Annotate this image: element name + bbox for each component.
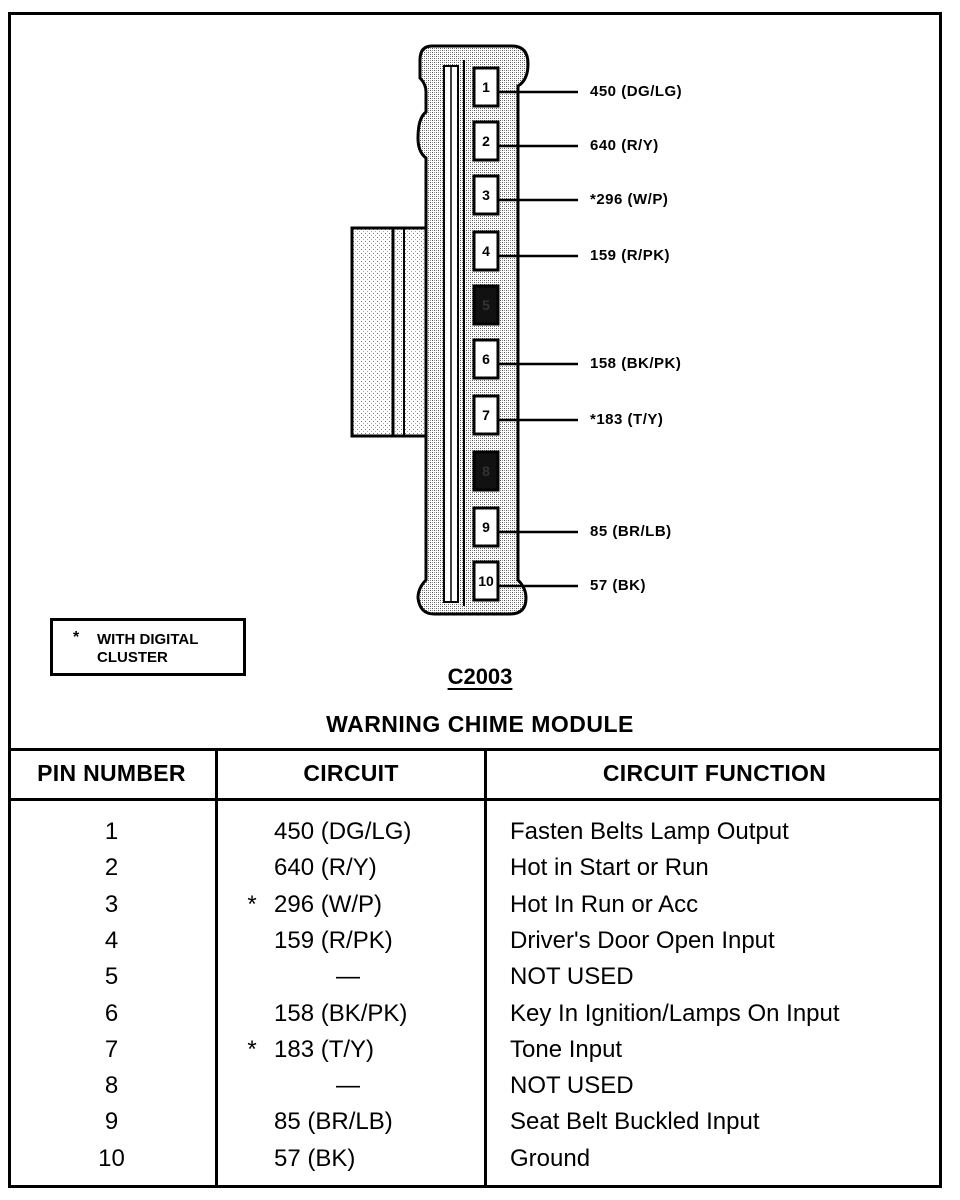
- pin-circuit-label: *183 (T/Y): [590, 411, 664, 428]
- row-circuit: 159 (R/PK): [274, 926, 393, 954]
- pin-circuit-label: 57 (BK): [590, 577, 647, 594]
- row-circuit: —: [336, 963, 360, 991]
- row-pin-number: 8: [104, 1072, 119, 1100]
- pin-circuit-label: 85 (BR/LB): [590, 523, 672, 540]
- row-circuit: 57 (BK): [274, 1144, 356, 1172]
- row-pin-number: 3: [104, 890, 119, 918]
- pin-circuit-label: 450 (DG/LG): [590, 83, 683, 100]
- header-circuit-function: CIRCUIT FUNCTION: [602, 760, 827, 786]
- row-circuit-function: Seat Belt Buckled Input: [510, 1108, 760, 1136]
- row-circuit: 296 (W/P): [274, 890, 383, 918]
- row-circuit-function: Hot in Start or Run: [510, 854, 709, 882]
- pin-circuit-label: 640 (R/Y): [590, 137, 659, 154]
- pin-number: 7: [482, 407, 490, 423]
- row-pin-number: 5: [104, 963, 119, 991]
- row-circuit-function: Key In Ignition/Lamps On Input: [510, 999, 840, 1027]
- row-circuit-function: NOT USED: [510, 1072, 634, 1100]
- connector-latch: [350, 226, 432, 438]
- row-circuit: 85 (BR/LB): [274, 1108, 393, 1136]
- pin-number: 6: [482, 351, 490, 367]
- row-circuit: 183 (T/Y): [274, 1035, 375, 1063]
- row-pin-number: 7: [104, 1035, 119, 1063]
- row-asterisk: *: [247, 890, 257, 918]
- pin-table: PIN NUMBER CIRCUIT CIRCUIT FUNCTION 1 450…: [8, 748, 942, 1188]
- pin-circuit-label: *296 (W/P): [590, 191, 669, 208]
- pin-cavity: [472, 230, 500, 272]
- connector-diagram: [350, 44, 578, 616]
- row-circuit-function: Fasten Belts Lamp Output: [510, 818, 789, 845]
- connector-id-text: C2003: [447, 664, 513, 689]
- row-pin-number: 6: [104, 999, 119, 1027]
- header-pin-number: PIN NUMBER: [37, 760, 186, 786]
- pin-cavity: [472, 338, 500, 380]
- pin-number: 5: [482, 297, 490, 313]
- row-asterisk: *: [247, 1035, 257, 1063]
- pin-number: 3: [482, 187, 490, 203]
- connector-id: C2003: [0, 664, 960, 690]
- row-circuit-function: Driver's Door Open Input: [510, 926, 775, 954]
- pin-cavity: [472, 174, 500, 216]
- row-circuit-function: Tone Input: [510, 1035, 623, 1063]
- row-circuit-function: Hot In Run or Acc: [510, 890, 699, 918]
- table-col-divider: [484, 748, 487, 1188]
- pin-cavity: [472, 284, 500, 326]
- pin-number: 10: [478, 573, 494, 589]
- row-circuit-function: NOT USED: [510, 963, 634, 991]
- row-circuit: 158 (BK/PK): [274, 999, 408, 1027]
- module-title: WARNING CHIME MODULE: [326, 711, 634, 737]
- pin-circuit-label: 158 (BK/PK): [590, 355, 682, 372]
- row-pin-number: 9: [104, 1108, 119, 1136]
- pin-number: 8: [482, 463, 490, 479]
- pin-cavity: [472, 394, 500, 436]
- table-col-divider: [215, 748, 218, 1188]
- row-pin-number: 1: [104, 818, 119, 845]
- row-pin-number: 10: [98, 1144, 125, 1172]
- note-asterisk: *: [73, 629, 80, 646]
- table-top-rule: [8, 748, 942, 751]
- pin-number: 4: [482, 243, 490, 259]
- pin-cavity: [472, 120, 500, 162]
- row-pin-number: 4: [104, 926, 119, 954]
- row-circuit: —: [336, 1072, 360, 1100]
- pin-number: 2: [482, 133, 490, 149]
- pin-cavity: [472, 450, 500, 492]
- note-text: WITH DIGITAL CLUSTER: [97, 631, 199, 666]
- pin-cavity: [472, 66, 500, 108]
- row-circuit: 640 (R/Y): [274, 854, 377, 882]
- header-circuit: CIRCUIT: [303, 760, 399, 786]
- pin-cavity: [472, 506, 500, 548]
- digital-cluster-note: * WITH DIGITAL CLUSTER: [50, 618, 246, 676]
- pin-number: 1: [482, 79, 490, 95]
- row-pin-number: 2: [104, 854, 119, 882]
- row-circuit-function: Ground: [510, 1144, 591, 1172]
- page-frame: [8, 12, 942, 1188]
- table-header-rule: [8, 798, 942, 801]
- row-circuit: 450 (DG/LG): [274, 818, 412, 845]
- pin-circuit-label: 159 (R/PK): [590, 247, 671, 264]
- pin-number: 9: [482, 519, 490, 535]
- pin-cavity: [472, 560, 500, 602]
